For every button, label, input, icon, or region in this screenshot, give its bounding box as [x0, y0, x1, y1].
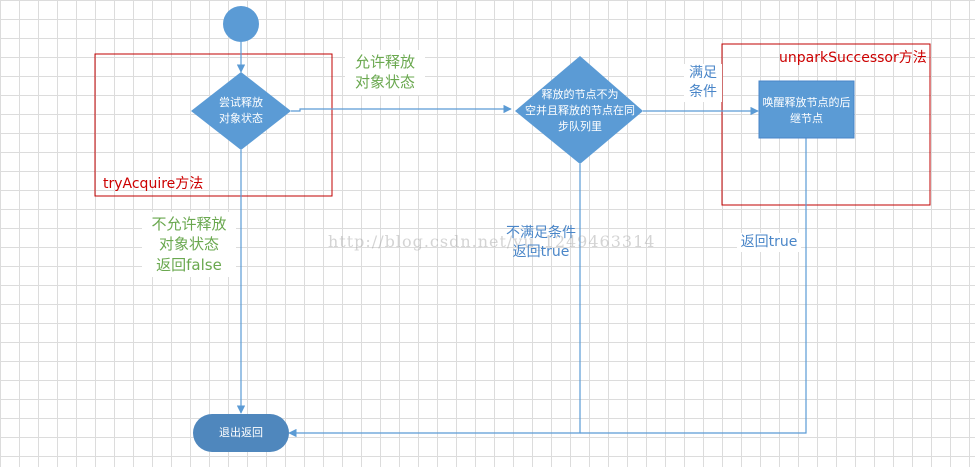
label-not-satisfy: 不满足条件 返回true	[506, 225, 576, 260]
process-wake-successor	[758, 80, 855, 139]
frame-tryacquire	[94, 53, 333, 197]
label-tryacquire-method: tryAcquire方法	[103, 176, 204, 192]
label-satisfy: 满足 条件	[684, 64, 722, 102]
start-node	[223, 6, 259, 42]
decision-try-release	[191, 72, 291, 150]
label-return-true: 返回true	[737, 233, 801, 252]
text-wake-successor: 唤醒释放节点的后 继节点	[762, 96, 851, 125]
text-try-release: 尝试释放 对象状态	[219, 96, 263, 125]
decision-node-in-queue	[515, 56, 643, 164]
label-unpark-method: unparkSuccessor方法	[779, 50, 927, 66]
label-deny-release: 不允许释放 对象状态 返回false	[142, 212, 236, 277]
edge-check-to-end	[288, 164, 581, 438]
watermark-text: http://blog.csdn.net/yu_1249463314	[328, 232, 656, 251]
text-node-in-queue: 释放的节点不为 空并且释放的节点在同 步队列里	[525, 88, 635, 133]
terminator-exit	[193, 414, 289, 452]
frame-unpark	[721, 43, 931, 206]
label-allow-release: 允许释放 对象状态	[345, 50, 425, 95]
edge-try-to-check	[291, 104, 512, 114]
text-exit: 退出返回	[219, 426, 263, 439]
edge-wake-to-end	[580, 138, 807, 434]
